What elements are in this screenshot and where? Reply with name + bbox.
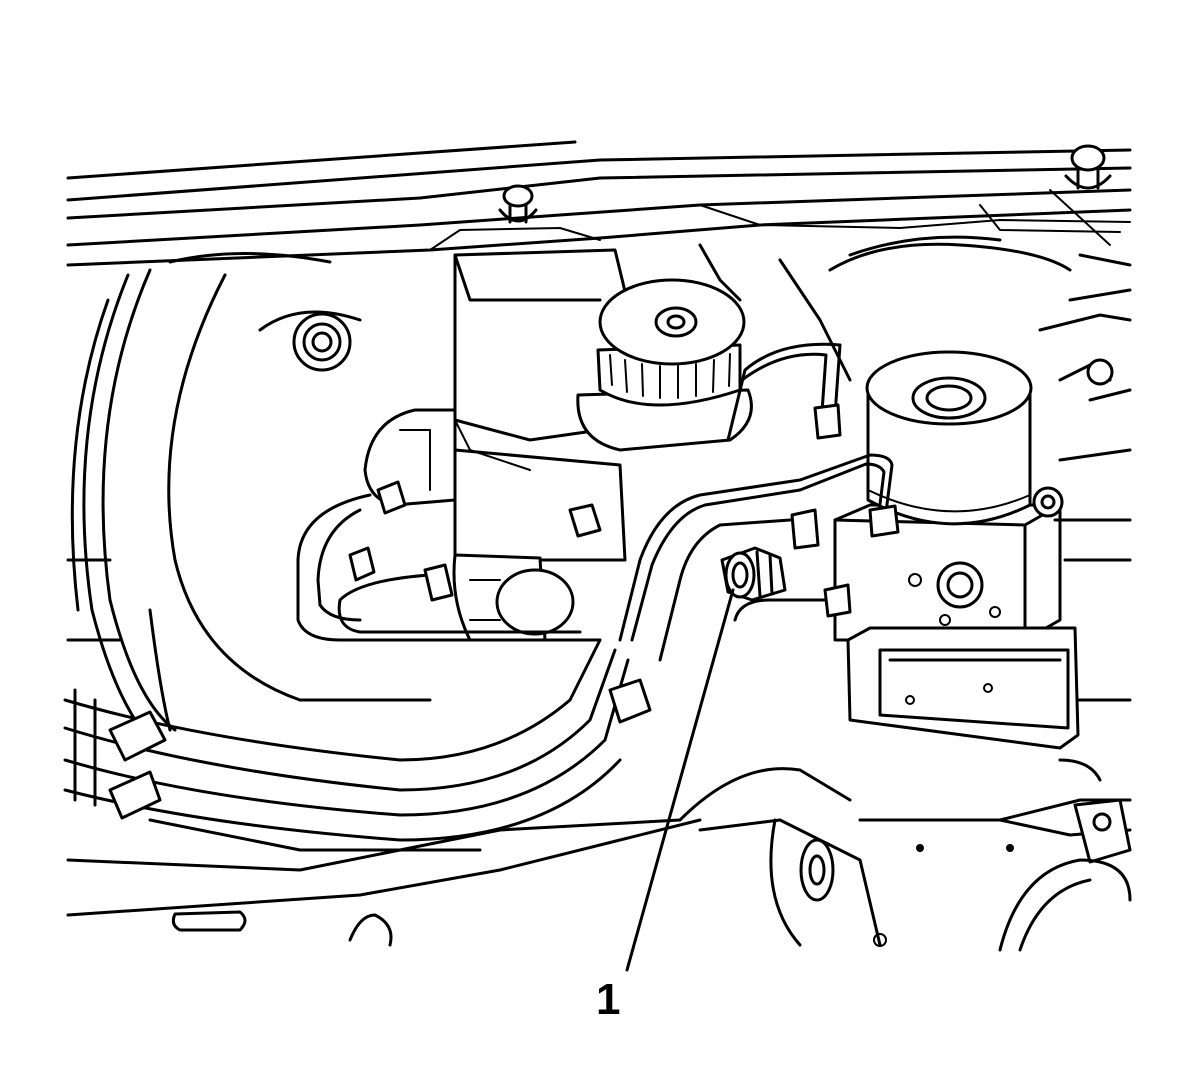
brake-pipe-union [720, 546, 787, 602]
reservoir-cap [576, 278, 753, 452]
dash-panel [698, 235, 1072, 382]
brake-booster [70, 252, 432, 742]
abs-motor [865, 350, 1033, 526]
pipe-clips [108, 678, 652, 820]
right-bracket [1038, 253, 1132, 782]
abs-electrical-connector [846, 626, 1080, 750]
lower-structure [66, 558, 1132, 952]
panel-clip-left [498, 184, 538, 224]
callout-label-1: 1 [596, 975, 621, 1024]
panel-clip-right [1064, 144, 1112, 190]
callout-leader-1 [625, 588, 735, 972]
pipe-fittings [348, 403, 900, 618]
abs-modulator [833, 486, 1064, 642]
